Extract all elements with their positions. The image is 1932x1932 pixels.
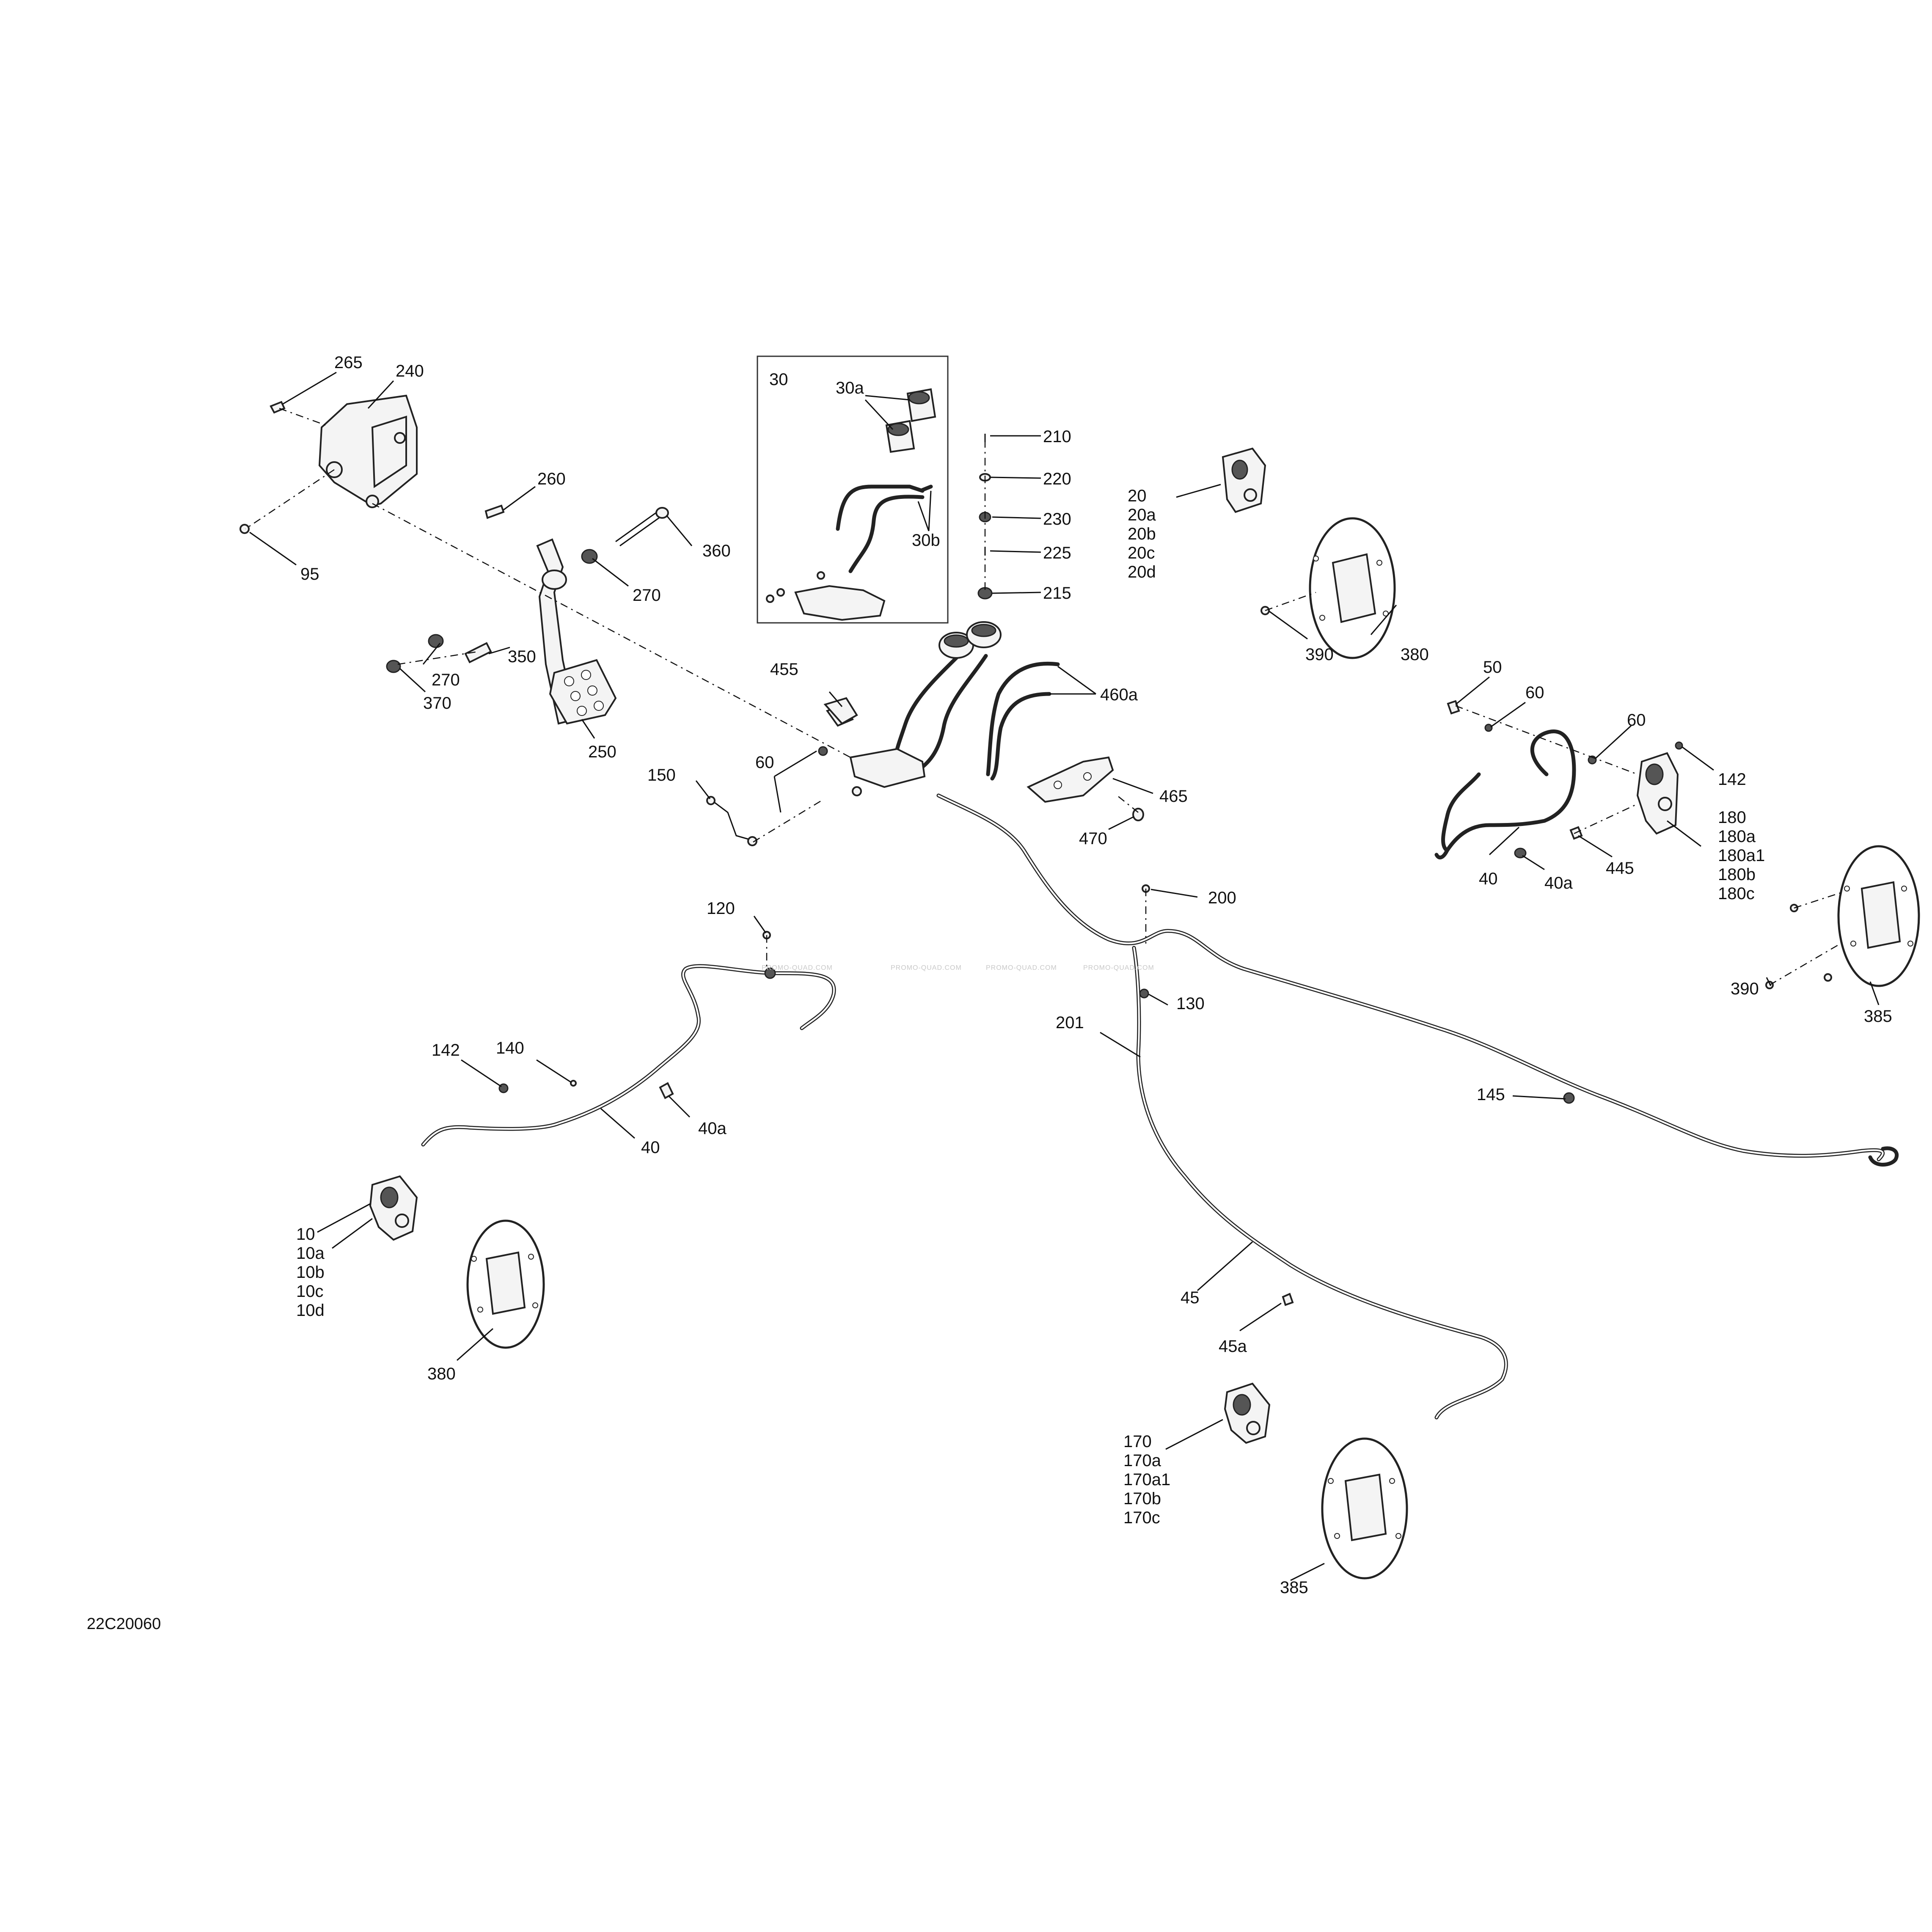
callout-label: 20d bbox=[1128, 563, 1156, 581]
callout-label: 40a bbox=[1544, 874, 1573, 892]
callout-label: 180a1 bbox=[1718, 846, 1765, 865]
callout-label: 445 bbox=[1606, 859, 1634, 878]
callout-label: 225 bbox=[1043, 544, 1071, 562]
callout-label: 20a bbox=[1128, 506, 1156, 524]
caliper-20-part bbox=[1222, 447, 1266, 513]
callout-label: 180a bbox=[1718, 827, 1756, 846]
main-brake-lines bbox=[936, 793, 1899, 1420]
bracket-465-part bbox=[1027, 756, 1144, 821]
watermark-text: PROMO-QUAD.COM bbox=[986, 964, 1057, 972]
callout-label: 20c bbox=[1128, 544, 1155, 562]
callout-label: 385 bbox=[1864, 1007, 1892, 1026]
rear-right-parts bbox=[1434, 700, 1683, 859]
callout-label: 265 bbox=[334, 353, 363, 372]
pedal-bracket-part bbox=[270, 394, 418, 508]
rotor-380-left bbox=[466, 1219, 545, 1349]
callout-label: 10d bbox=[296, 1301, 325, 1320]
callout-label: 60 bbox=[1627, 711, 1646, 729]
callout-label: 240 bbox=[396, 362, 424, 380]
callout-label: 250 bbox=[588, 743, 616, 761]
watermark-text: PROMO-QUAD.COM bbox=[762, 964, 833, 972]
callout-label: 170 bbox=[1123, 1432, 1152, 1451]
callout-label: 170c bbox=[1123, 1508, 1160, 1527]
assembly-centerlines bbox=[245, 407, 1841, 986]
callout-label: 201 bbox=[1056, 1013, 1084, 1032]
callout-label: 60 bbox=[1525, 683, 1544, 702]
callout-label: 10 bbox=[296, 1225, 315, 1244]
caliper-10-part bbox=[369, 1175, 418, 1241]
callout-label: 200 bbox=[1208, 889, 1236, 907]
rotor-385-right bbox=[1765, 845, 1920, 989]
callout-label: 360 bbox=[702, 542, 731, 560]
callout-label: 20b bbox=[1128, 525, 1156, 543]
callout-label: 390 bbox=[1305, 645, 1334, 664]
callout-label: 180b bbox=[1718, 865, 1756, 884]
callout-label: 145 bbox=[1477, 1085, 1505, 1104]
callout-label: 130 bbox=[1176, 994, 1205, 1013]
callout-label: 40 bbox=[641, 1138, 660, 1157]
brake-pedal-part bbox=[536, 538, 617, 725]
callout-labels: 265 240 260 95 270 360 270 350 370 250 3… bbox=[296, 353, 1892, 1597]
callout-label: 230 bbox=[1043, 510, 1071, 528]
callout-label: 10c bbox=[296, 1282, 324, 1301]
callout-label: 350 bbox=[508, 647, 536, 666]
callout-label: 60 bbox=[755, 753, 774, 772]
callout-label: 270 bbox=[633, 586, 661, 605]
callout-label: 210 bbox=[1043, 427, 1071, 446]
sensor-150-part bbox=[706, 796, 757, 846]
switch-455-part bbox=[823, 697, 858, 725]
callout-label: 30 bbox=[769, 370, 788, 389]
callout-label: 220 bbox=[1043, 470, 1071, 488]
watermark-text: PROMO-QUAD.COM bbox=[891, 964, 962, 972]
callout-label: 390 bbox=[1731, 980, 1759, 998]
callout-label: 120 bbox=[707, 899, 735, 918]
left-brake-line bbox=[421, 931, 836, 1147]
callout-label: 40 bbox=[1479, 870, 1498, 888]
callout-label: 95 bbox=[300, 565, 319, 583]
callout-leaders bbox=[249, 372, 1880, 1581]
master-cylinder-inset bbox=[757, 355, 949, 624]
callout-label: 30a bbox=[836, 379, 864, 397]
watermark-text: PROMO-QUAD.COM bbox=[1083, 964, 1154, 972]
callout-label: 140 bbox=[496, 1039, 524, 1057]
callout-label: 10b bbox=[296, 1263, 325, 1282]
callout-label: 170a1 bbox=[1123, 1470, 1170, 1489]
callout-label: 215 bbox=[1043, 584, 1071, 603]
callout-label: 370 bbox=[423, 694, 451, 713]
callout-label: 40a bbox=[698, 1119, 727, 1138]
master-cylinder-assembly bbox=[818, 621, 1002, 796]
callout-label: 380 bbox=[1401, 645, 1429, 664]
callout-label: 45 bbox=[1181, 1288, 1200, 1307]
callout-label: 150 bbox=[647, 766, 676, 784]
callout-label: 270 bbox=[432, 671, 460, 689]
callout-label: 142 bbox=[1718, 770, 1746, 789]
callout-label: 460a bbox=[1100, 685, 1138, 704]
callout-label: 30b bbox=[912, 531, 940, 550]
callout-label: 455 bbox=[770, 660, 798, 679]
callout-label: 50 bbox=[1483, 658, 1502, 677]
callout-label: 142 bbox=[432, 1041, 460, 1060]
diagram-reference-code: 22C20060 bbox=[87, 1615, 161, 1633]
callout-label: 180c bbox=[1718, 884, 1755, 903]
rear-left-parts bbox=[1224, 1293, 1408, 1580]
callout-label: 465 bbox=[1159, 787, 1188, 806]
callout-label: 380 bbox=[427, 1365, 456, 1383]
reservoir-hoses bbox=[986, 662, 1060, 781]
pedal-hardware-parts bbox=[239, 504, 669, 673]
rotor-380-top bbox=[1260, 517, 1396, 659]
callout-label: 10a bbox=[296, 1244, 325, 1263]
callout-label: 470 bbox=[1079, 829, 1107, 848]
callout-label: 260 bbox=[537, 470, 566, 488]
callout-label: 170a bbox=[1123, 1451, 1161, 1470]
callout-label: 45a bbox=[1219, 1337, 1247, 1356]
callout-label: 180 bbox=[1718, 808, 1746, 827]
callout-label: 385 bbox=[1280, 1578, 1308, 1597]
callout-label: 170b bbox=[1123, 1489, 1161, 1508]
callout-label: 20 bbox=[1128, 487, 1147, 505]
